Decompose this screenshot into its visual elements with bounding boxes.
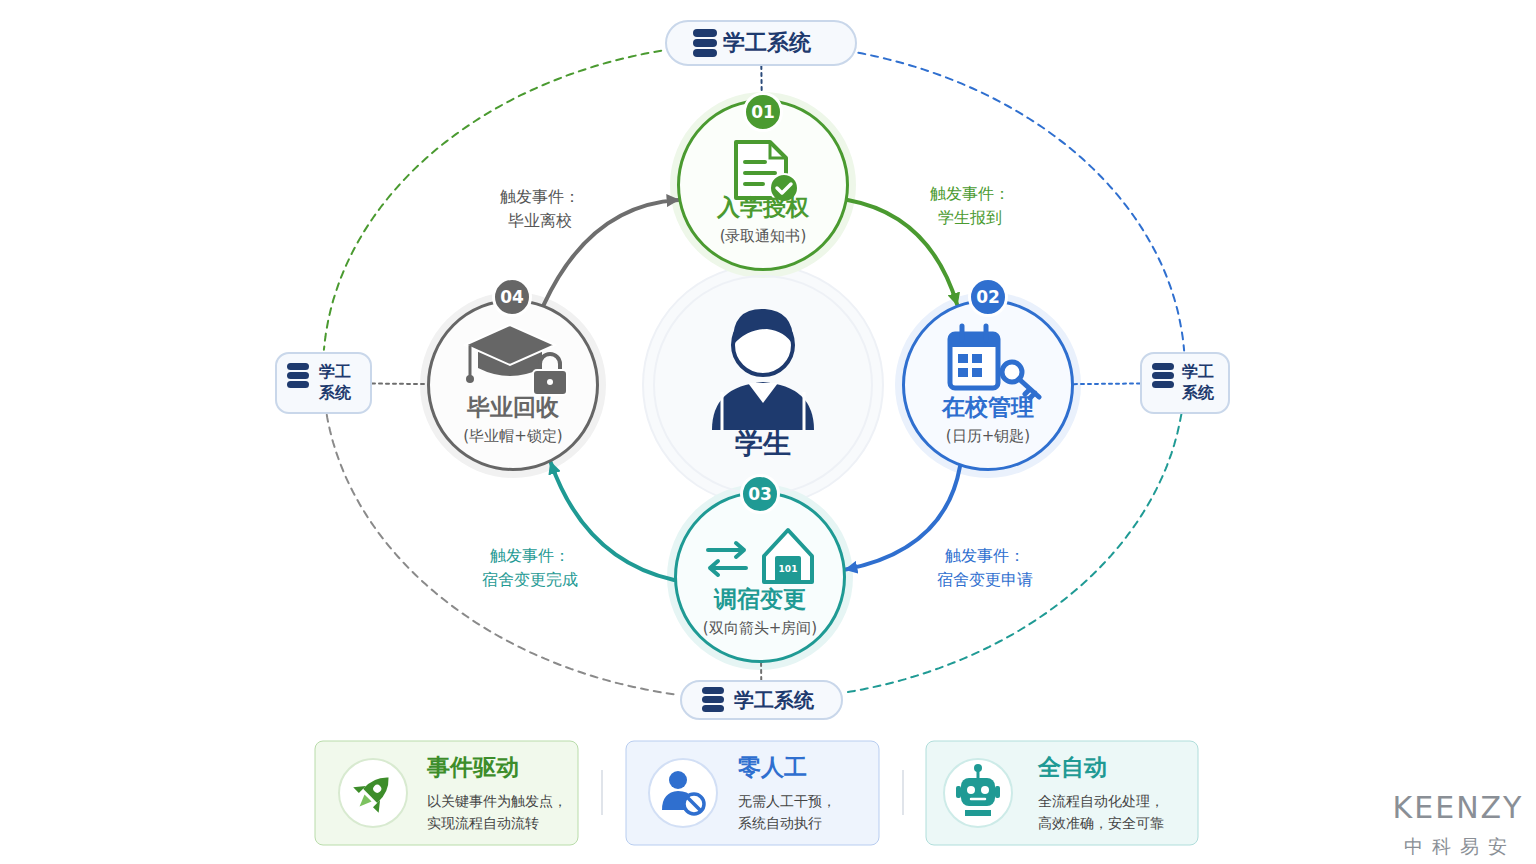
- callout-number: 02: [968, 277, 1008, 317]
- stage-circle: 调宿变更 (双向箭头+房间): [674, 491, 846, 663]
- circle-halo: [420, 292, 606, 478]
- circle-fill: [904, 301, 1072, 469]
- student-figure: [712, 309, 814, 430]
- icon-disc: [944, 759, 1012, 827]
- connector: [324, 51, 661, 350]
- rocket-icon: [347, 765, 401, 819]
- watermark: 中科易安: [1404, 834, 1516, 860]
- no-person-icon: [662, 771, 704, 814]
- callout-number: 04: [492, 277, 532, 317]
- connector: [858, 53, 1184, 351]
- connector: [1074, 382, 1140, 385]
- feature-card: 零人工无需人工干预， 系统自动执行: [626, 741, 879, 845]
- system-pill: 学工 系统: [275, 352, 372, 414]
- node-title: 入学授权: [717, 192, 809, 223]
- document-check-icon: [736, 142, 798, 202]
- database-icon: [287, 29, 1174, 712]
- node-title: 学工系统: [734, 687, 814, 714]
- icon-disc: [339, 759, 407, 827]
- calendar-key-icon: [950, 326, 1039, 398]
- stage-circle: 在校管理 (日历+钥匙): [902, 299, 1074, 471]
- node-body: (毕业帽+锁定): [463, 427, 562, 446]
- card-fill: [315, 741, 578, 845]
- node-title: 在校管理: [942, 392, 1034, 423]
- stage-circle: 毕业回收 (毕业帽+锁定): [427, 299, 599, 471]
- node-body: 全流程自动化处理， 高效准确，安全可靠: [1038, 791, 1164, 834]
- center-halo: [643, 265, 883, 505]
- system-pill: 学工 系统: [1140, 352, 1230, 414]
- circle-halo: [670, 92, 856, 278]
- card-fill: [926, 741, 1198, 845]
- connector: [760, 663, 762, 680]
- system-pill: 学工系统: [680, 680, 843, 720]
- watermark: KEENZY: [1393, 790, 1524, 825]
- node-body: (日历+钥匙): [946, 427, 1030, 446]
- swap-house-icon: [708, 530, 812, 582]
- node-body: 无需人工干预， 系统自动执行: [738, 791, 836, 834]
- circle-fill: [676, 493, 844, 661]
- node-title: 学工系统: [723, 28, 811, 58]
- node-body: (录取通知书): [720, 227, 807, 246]
- feature-card: 全自动全流程自动化处理， 高效准确，安全可靠: [926, 741, 1198, 845]
- circle-halo: [895, 292, 1081, 478]
- node-title: 学生: [735, 425, 791, 463]
- node-body: (双向箭头+房间): [703, 619, 817, 638]
- robot-icon: [956, 764, 1000, 816]
- node-title: 学工 系统: [1182, 362, 1214, 404]
- trigger-label: 触发事件： 宿舍变更完成: [479, 543, 581, 593]
- icon-disc: [649, 759, 717, 827]
- feature-card: 事件驱动以关键事件为触发点， 实现流程自动流转: [315, 741, 578, 845]
- callout-number: 01: [743, 92, 783, 132]
- node-title: 零人工: [738, 752, 807, 783]
- graduation-lock-icon: [465, 325, 567, 395]
- connector: [847, 414, 1182, 692]
- system-pill: 学工系统: [665, 20, 857, 66]
- node-title: 调宿变更: [714, 584, 806, 615]
- room-number: 101: [779, 564, 798, 574]
- pill-fill: [275, 352, 372, 414]
- connector: [372, 383, 427, 386]
- circle-fill: [429, 301, 597, 469]
- trigger-label: 触发事件： 宿舍变更申请: [934, 543, 1036, 593]
- trigger-label: 触发事件： 学生报到: [927, 181, 1013, 231]
- node-title: 事件驱动: [427, 752, 519, 783]
- pill-fill: [680, 680, 843, 720]
- node-title: 毕业回收: [467, 392, 559, 423]
- card-fill: [626, 741, 879, 845]
- student-node: 学生: [653, 275, 873, 495]
- trigger-label: 触发事件： 毕业离校: [497, 184, 583, 234]
- pill-fill: [665, 20, 857, 66]
- node-title: 学工 系统: [319, 362, 351, 404]
- node-body: 以关键事件为触发点， 实现流程自动流转: [427, 791, 567, 834]
- node-title: 全自动: [1038, 752, 1107, 783]
- connector: [327, 415, 678, 695]
- callout-number: 03: [740, 474, 780, 514]
- pill-fill: [1140, 352, 1230, 414]
